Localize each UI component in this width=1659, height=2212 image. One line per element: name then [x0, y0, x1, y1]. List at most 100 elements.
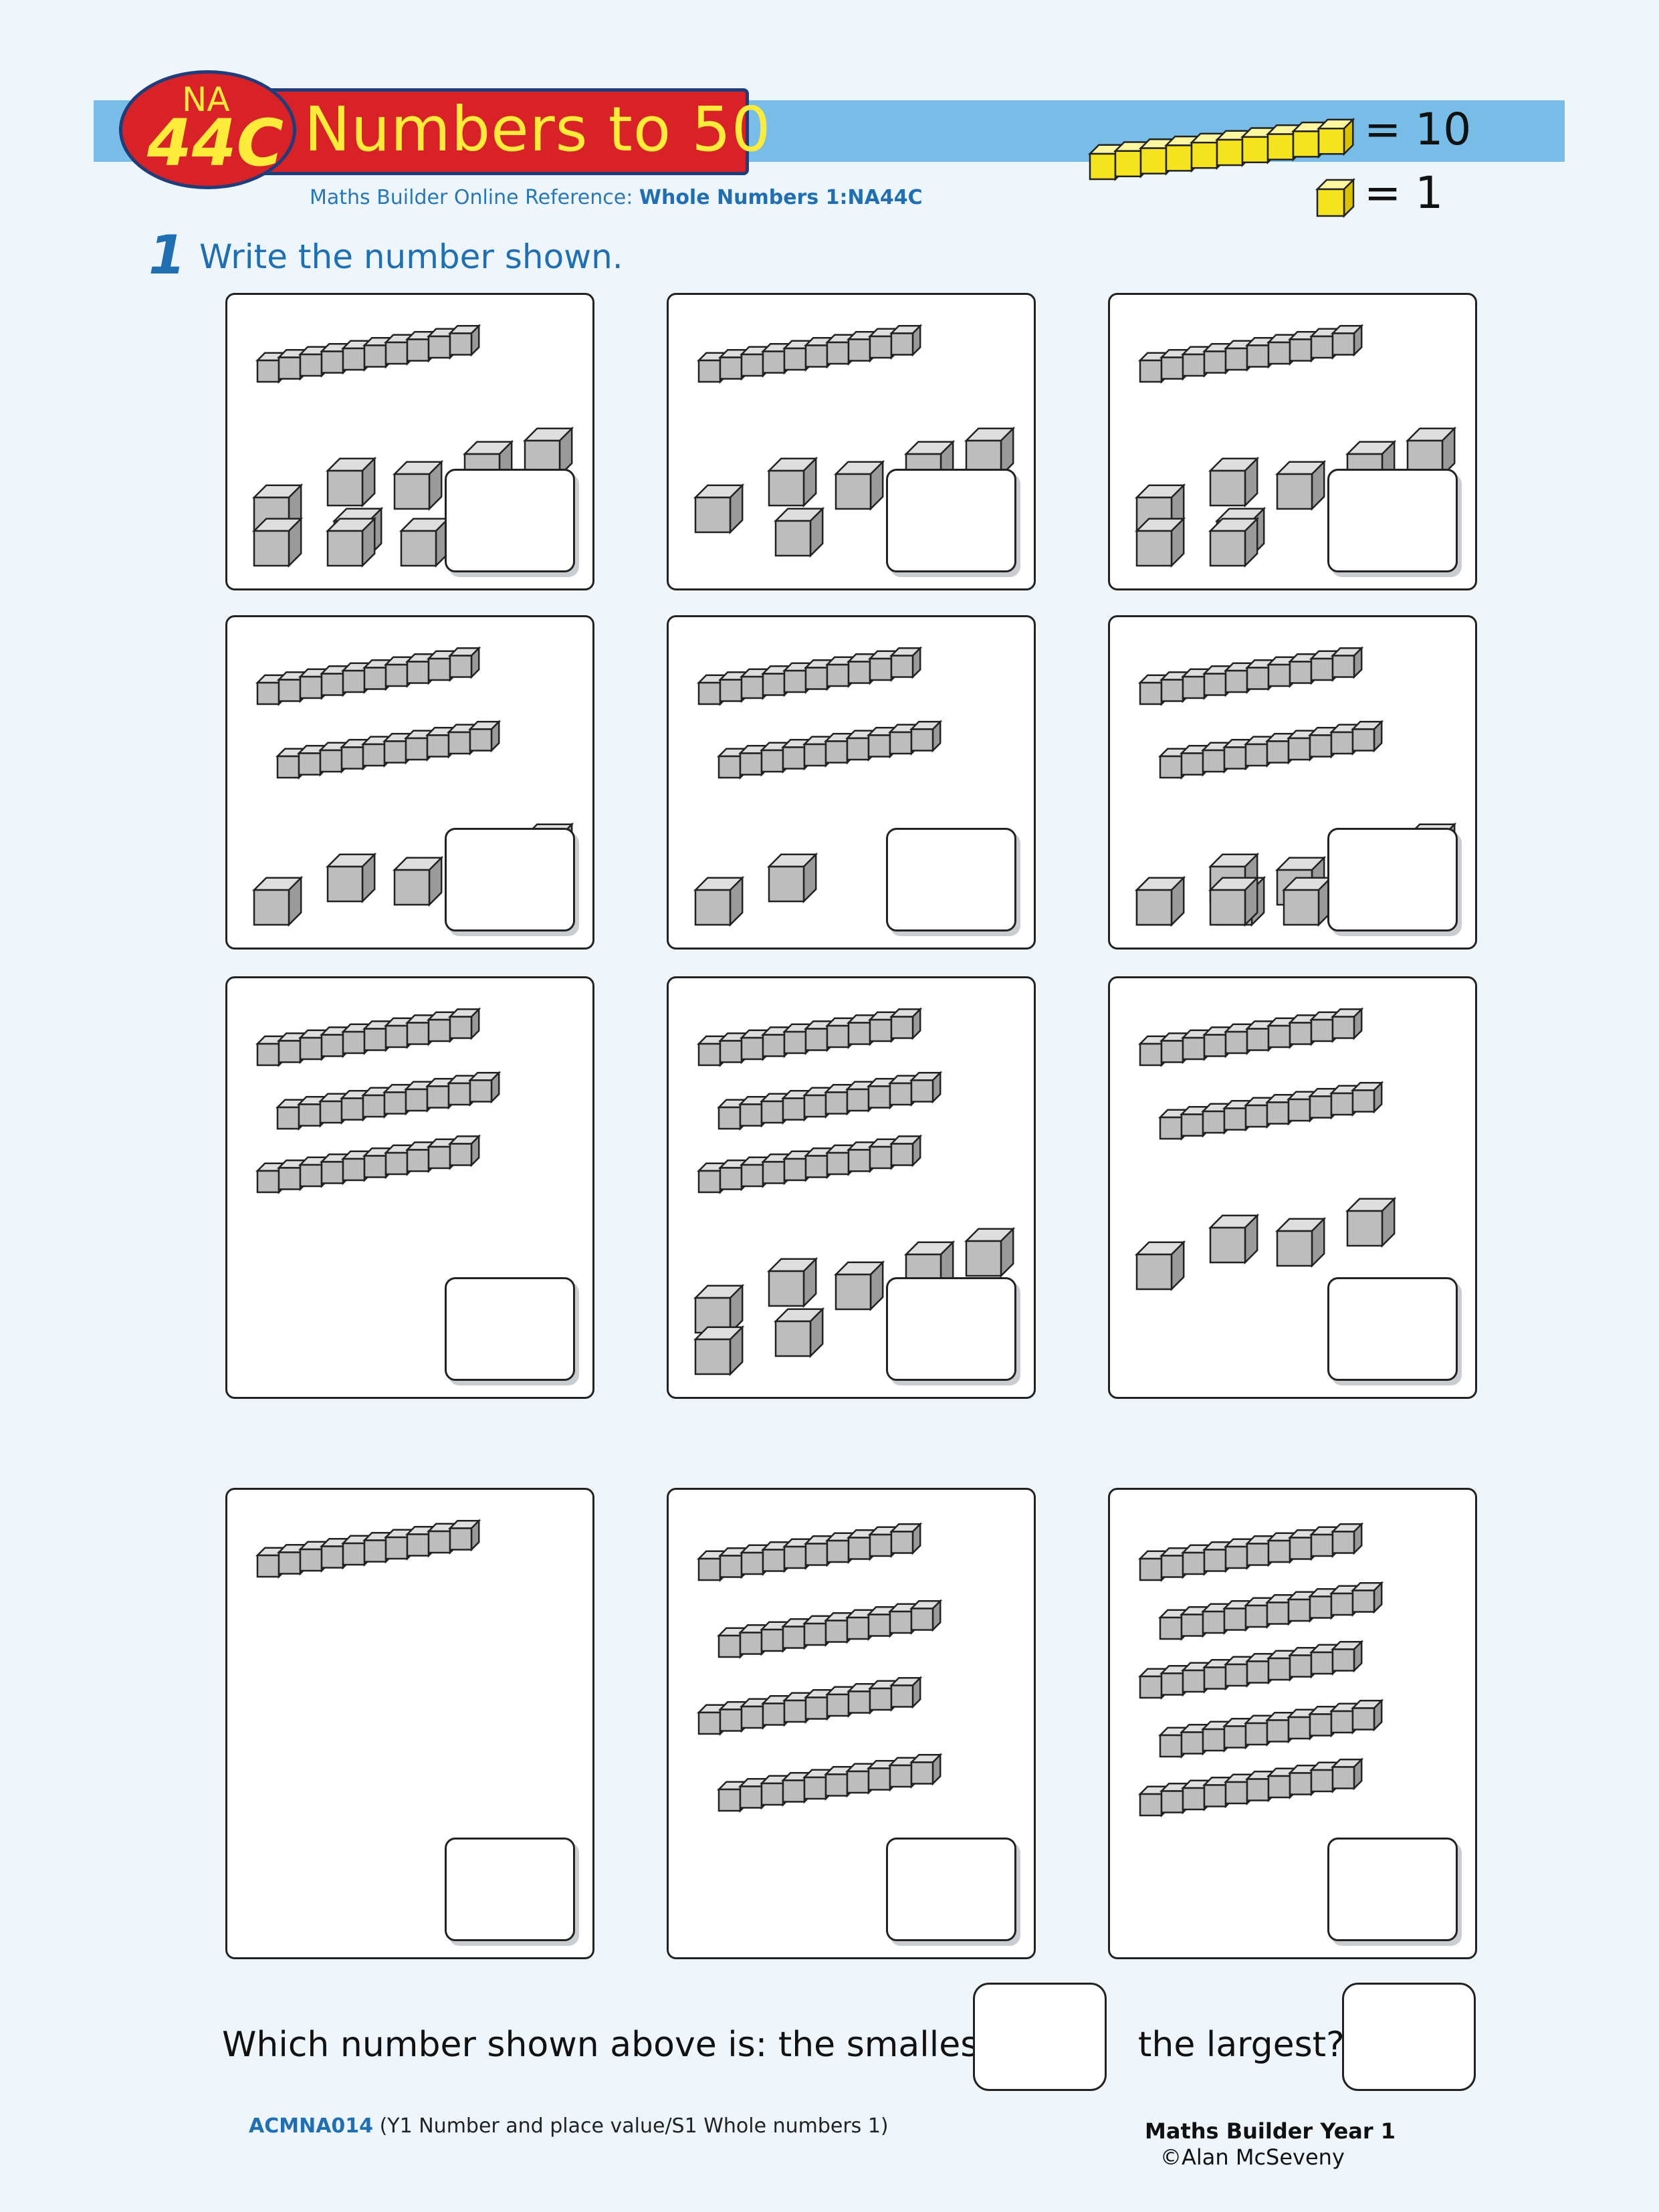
code-description: (Y1 Number and place value/S1 Whole numb…	[373, 2114, 889, 2138]
answer-box[interactable]	[886, 1277, 1016, 1381]
ten-rod	[696, 324, 923, 384]
base-ten-panel	[667, 976, 1036, 1399]
unit-cube	[1275, 459, 1327, 512]
largest-answer-box[interactable]	[1342, 1983, 1476, 2091]
unit-cube	[392, 459, 444, 512]
badge-prefix: NA	[182, 80, 230, 119]
answer-box[interactable]	[886, 469, 1016, 572]
ten-rod	[1157, 1698, 1384, 1759]
base-ten-panel	[1108, 1488, 1477, 1959]
book-title: Maths Builder Year 1	[1145, 2118, 1396, 2144]
unit-cube	[773, 1307, 825, 1359]
answer-box[interactable]	[1327, 469, 1458, 572]
title-box	[221, 88, 749, 175]
unit-cube	[773, 506, 825, 558]
unit-cube	[522, 426, 574, 478]
ten-rod	[275, 1071, 502, 1131]
ten-rod	[1087, 117, 1355, 182]
unit-cube	[693, 875, 745, 927]
base-ten-panel	[1108, 976, 1477, 1399]
page-title: Numbers to 50	[304, 94, 772, 165]
unit-cube	[1275, 1216, 1327, 1268]
base-ten-panel	[667, 1488, 1036, 1959]
base-ten-panel	[225, 293, 594, 590]
ten-rod	[716, 1071, 943, 1131]
answer-box[interactable]	[1327, 1277, 1458, 1381]
answer-box[interactable]	[1327, 1838, 1458, 1941]
curriculum-code: ACMNA014 (Y1 Number and place value/S1 W…	[249, 2114, 889, 2138]
ten-rod	[696, 1522, 923, 1583]
reference-value: Whole Numbers 1:NA44C	[639, 186, 923, 209]
ten-rod	[255, 1134, 481, 1195]
badge-code: 44C	[147, 106, 284, 181]
answer-box[interactable]	[886, 828, 1016, 931]
unit-cube	[766, 456, 818, 508]
answer-box[interactable]	[1327, 828, 1458, 931]
unit-cube	[251, 875, 304, 927]
ten-rod	[255, 324, 481, 384]
ten-rod	[696, 1676, 923, 1737]
unit-cube	[833, 1260, 885, 1312]
answer-box[interactable]	[445, 1277, 575, 1381]
online-reference: Maths Builder Online Reference: Whole Nu…	[310, 186, 923, 209]
unit-cube	[766, 852, 818, 904]
smallest-question: Which number shown above is: the smalles…	[222, 2025, 1011, 2065]
unit-cube	[766, 1256, 818, 1309]
unit-cube	[325, 516, 377, 568]
ten-rod	[1137, 1522, 1364, 1583]
unit-cube	[964, 1226, 1016, 1279]
ten-rod	[1137, 324, 1364, 384]
unit-cube	[1208, 516, 1260, 568]
ten-rod	[696, 646, 923, 707]
unit-badge	[119, 70, 296, 189]
base-ten-panel	[225, 615, 594, 950]
ten-rod	[255, 1007, 481, 1068]
unit-cube	[1208, 875, 1260, 927]
legend-one-label: = 1	[1364, 167, 1444, 219]
question-text: Write the number shown.	[199, 237, 623, 276]
unit-cube	[1134, 875, 1186, 927]
ten-rod	[255, 646, 481, 707]
base-ten-panel	[225, 1488, 594, 1959]
base-ten-panel	[1108, 293, 1477, 590]
base-ten-panel	[225, 976, 594, 1399]
unit-cube	[693, 1283, 745, 1335]
ten-rod	[716, 1599, 943, 1660]
unit-cube	[1134, 1240, 1186, 1292]
unit-cube	[392, 855, 444, 907]
answer-box[interactable]	[445, 828, 575, 931]
answer-box[interactable]	[445, 469, 575, 572]
question-number: 1	[148, 224, 186, 286]
base-ten-panel	[667, 293, 1036, 590]
unit-cube	[325, 456, 377, 508]
ten-rod	[1137, 1007, 1364, 1068]
unit-cube	[1208, 456, 1260, 508]
unit-cube	[325, 852, 377, 904]
answer-box[interactable]	[886, 1838, 1016, 1941]
ten-rod	[716, 720, 943, 780]
reference-label: Maths Builder Online Reference:	[310, 186, 639, 209]
unit-cube	[833, 459, 885, 512]
smallest-answer-box[interactable]	[973, 1983, 1107, 2091]
ten-rod	[275, 720, 502, 780]
place-value-legend	[1087, 117, 1356, 219]
base-ten-panel	[1108, 615, 1477, 950]
unit-cube	[251, 516, 304, 568]
ten-rod	[1137, 1757, 1364, 1818]
unit-cube	[1345, 1196, 1397, 1248]
base-ten-panel	[667, 615, 1036, 950]
unit-cube	[399, 516, 451, 568]
ten-rod	[696, 1134, 923, 1195]
code: ACMNA014	[249, 2114, 374, 2138]
unit-cube	[693, 483, 745, 535]
ten-rod	[716, 1753, 943, 1813]
ten-rod	[255, 1519, 481, 1579]
ten-rod	[1137, 1640, 1364, 1700]
copyright: ©Alan McSeveny	[1160, 2144, 1345, 2170]
answer-box[interactable]	[445, 1838, 575, 1941]
ten-rod	[1137, 646, 1364, 707]
ten-rod	[1157, 1081, 1384, 1141]
ten-rod	[1157, 720, 1384, 780]
ten-rod	[1157, 1581, 1384, 1642]
largest-question: the largest?	[1138, 2025, 1345, 2065]
